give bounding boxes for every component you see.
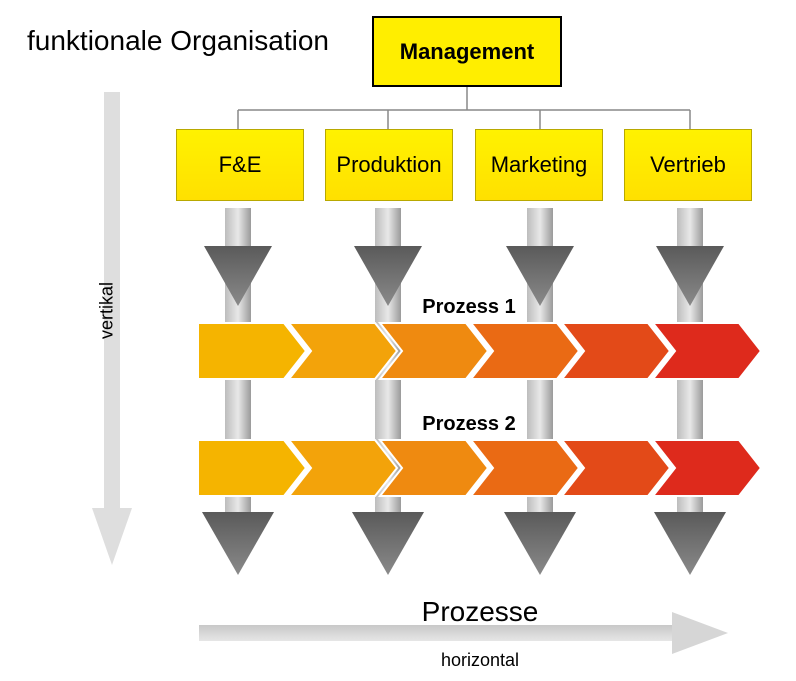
horizontal-axis-label: horizontal xyxy=(440,650,520,670)
process-1-step-5 xyxy=(559,322,672,380)
flow-arrows xyxy=(202,208,726,575)
process-2-step-3 xyxy=(377,439,490,497)
process-rows xyxy=(197,322,763,497)
org-connectors xyxy=(237,87,691,129)
diagram-title: funktionale Organisation xyxy=(27,25,329,56)
process-label-1: Prozess 1 xyxy=(422,296,516,318)
process-1-step-4 xyxy=(468,322,581,380)
process-label-2: Prozess 2 xyxy=(422,413,516,435)
flow-arrow-3 xyxy=(504,208,576,575)
department-box-vertrieb: Vertrieb xyxy=(624,129,752,201)
vertical-axis-arrow xyxy=(92,92,132,565)
process-2-step-5 xyxy=(559,439,672,497)
process-1-step-1 xyxy=(197,322,308,380)
process-2-step-2 xyxy=(286,439,399,497)
flow-arrow-2 xyxy=(352,208,424,575)
process-1-step-6 xyxy=(650,322,763,380)
department-box-fe: F&E xyxy=(176,129,304,201)
process-row-1 xyxy=(197,322,763,380)
horizontal-axis-arrow xyxy=(199,612,728,654)
horizontal-axis-title: Prozesse xyxy=(421,596,539,627)
process-1-step-2 xyxy=(286,322,399,380)
process-1-step-3 xyxy=(377,322,490,380)
department-box-marketing: Marketing xyxy=(475,129,603,201)
process-2-step-1 xyxy=(197,439,308,497)
vertical-axis-label: vertikal xyxy=(96,282,117,340)
department-box-produktion: Produktion xyxy=(325,129,453,201)
process-2-step-4 xyxy=(468,439,581,497)
process-row-2 xyxy=(197,439,763,497)
flow-arrow-4 xyxy=(654,208,726,575)
management-box: Management xyxy=(372,16,562,87)
flow-arrow-1 xyxy=(202,208,274,575)
process-2-step-6 xyxy=(650,439,763,497)
